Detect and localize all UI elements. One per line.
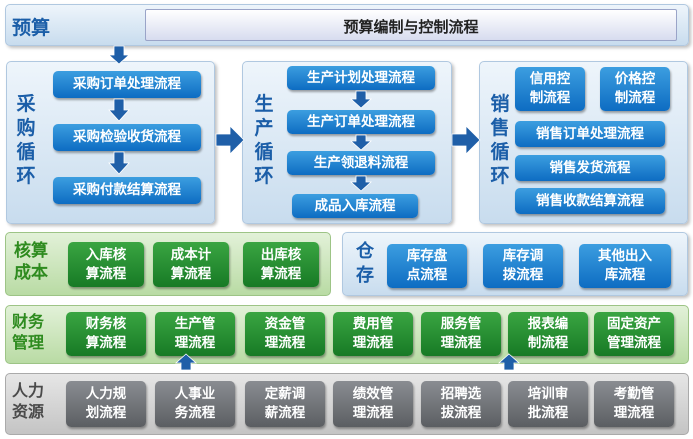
sales-item[interactable]: 销售收款结算流程 [515, 188, 665, 214]
sales-item[interactable]: 价格控 制流程 [600, 67, 670, 111]
sales-label: 销 售 循 环 [490, 93, 510, 187]
production-item[interactable]: 成品入库流程 [292, 194, 418, 218]
finance-item[interactable]: 服务管 理流程 [421, 312, 501, 356]
hr-item[interactable]: 人事业 务流程 [155, 381, 235, 427]
sales-item[interactable]: 销售发货流程 [515, 155, 665, 181]
finance-item[interactable]: 资金管 理流程 [245, 312, 325, 356]
hr-item[interactable]: 招聘选 拔流程 [421, 381, 501, 427]
cost-item[interactable]: 入库核 算流程 [68, 242, 144, 287]
finance-item[interactable]: 财务核 算流程 [66, 312, 146, 356]
production-label: 生 产 循 环 [254, 93, 274, 187]
budget-title-box [145, 9, 677, 41]
finance-item[interactable]: 固定资产 管理流程 [594, 312, 674, 356]
cost-item[interactable]: 成本计 算流程 [153, 242, 229, 287]
warehouse-item[interactable]: 库存调 拨流程 [483, 244, 563, 288]
purchase-item[interactable]: 采购订单处理流程 [53, 71, 201, 98]
cost-label: 核算 成本 [14, 241, 48, 283]
warehouse-item[interactable]: 其他出入 库流程 [579, 244, 671, 288]
finance-item[interactable]: 生产管 理流程 [155, 312, 235, 356]
arrow-right-icon [451, 125, 481, 155]
purchase-item[interactable]: 采购付款结算流程 [53, 177, 201, 204]
warehouse-label: 仓 存 [356, 241, 374, 286]
finance-label: 财务 管理 [12, 312, 45, 352]
production-item[interactable]: 生产计划处理流程 [287, 66, 435, 90]
hr-item[interactable]: 定薪调 薪流程 [245, 381, 325, 427]
hr-item[interactable]: 人力规 划流程 [66, 381, 146, 427]
production-item[interactable]: 生产订单处理流程 [287, 110, 435, 134]
budget-label: 预算 [12, 17, 51, 39]
production-item[interactable]: 生产领退料流程 [287, 151, 435, 175]
hr-item[interactable]: 考勤管 理流程 [594, 381, 674, 427]
sales-item[interactable]: 信用控 制流程 [515, 67, 585, 111]
purchase-label: 采 购 循 环 [16, 93, 36, 187]
arrow-right-icon [215, 125, 245, 155]
cost-item[interactable]: 出库核 算流程 [243, 242, 319, 287]
finance-item[interactable]: 报表编 制流程 [508, 312, 588, 356]
finance-item[interactable]: 费用管 理流程 [333, 312, 413, 356]
warehouse-item[interactable]: 库存盘 点流程 [387, 244, 467, 288]
sales-item[interactable]: 销售订单处理流程 [515, 121, 665, 147]
hr-item[interactable]: 绩效管 理流程 [333, 381, 413, 427]
budget-title: 预算编制与控制流程 [343, 18, 479, 36]
purchase-item[interactable]: 采购检验收货流程 [53, 124, 201, 151]
hr-item[interactable]: 培训审 批流程 [508, 381, 588, 427]
hr-label: 人力 资源 [12, 381, 45, 421]
